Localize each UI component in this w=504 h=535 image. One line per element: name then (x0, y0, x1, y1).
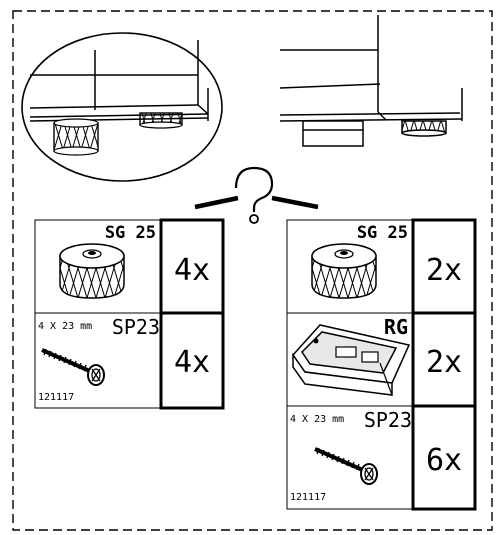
quantity: 4x (174, 345, 210, 380)
part-code: SP23 (112, 315, 160, 339)
quantity: 2x (426, 345, 462, 380)
part-size: 4 X 23 mm (38, 321, 92, 332)
foot-glide-icon (139, 112, 183, 129)
part-code: SP23 (364, 408, 412, 432)
foot-glide-icon (59, 243, 125, 299)
screw-icon (40, 347, 106, 387)
part-size: 4 X 23 mm (290, 414, 344, 425)
left-parts-panel: SG 25 4x 4 X 23 mm SP23 121117 4x (34, 218, 225, 410)
page-border (12, 10, 493, 531)
part-code: SG 25 (105, 223, 156, 243)
part-code: SG 25 (357, 223, 408, 243)
right-parts-panel: SG 25 2x RG 2x 4 X 23 mm SP23 121117 6x (286, 218, 477, 511)
foot-glide-icon (311, 243, 377, 299)
part-number: 121117 (290, 492, 326, 503)
foot-glide-icon (401, 120, 447, 137)
foot-glide-icon (53, 118, 99, 156)
screw-icon (313, 446, 379, 486)
quantity: 6x (426, 443, 462, 478)
question-mark-icon (194, 166, 319, 224)
rail-guide-icon (292, 324, 411, 396)
quantity: 4x (174, 253, 210, 288)
detail-ellipse (21, 32, 223, 182)
part-number: 121117 (38, 392, 74, 403)
quantity: 2x (426, 253, 462, 288)
cabinet-rail-illustration (279, 15, 463, 147)
part-code: RG (384, 315, 408, 339)
